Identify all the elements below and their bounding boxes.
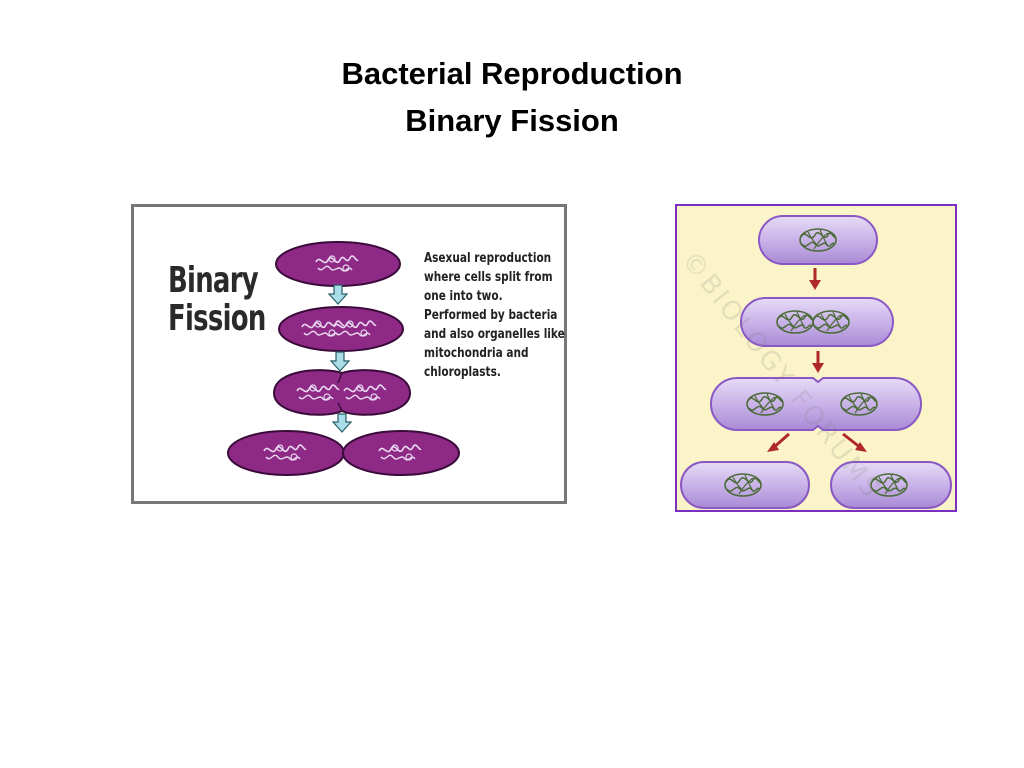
- title-line-1: Bacterial Reproduction: [341, 56, 683, 91]
- slide-title: Bacterial Reproduction Binary Fission: [0, 50, 1024, 144]
- parent-cell: [275, 241, 401, 287]
- description-line: one into two.: [424, 288, 503, 304]
- daughter-cell-right: [342, 430, 460, 476]
- right-cells-svg: [680, 215, 952, 509]
- description-line: mitochondria and: [424, 345, 529, 361]
- daughter-cell-left: [227, 430, 345, 476]
- down-arrow-icon: [327, 284, 349, 305]
- binary-fission-diagram-right: ©BIOLOGY FORUMS: [675, 204, 957, 512]
- title-line-2: Binary Fission: [405, 103, 619, 138]
- dividing-cell: [710, 377, 922, 431]
- diagram-heading: Binary Fission: [168, 262, 266, 338]
- description-line: chloroplasts.: [424, 364, 501, 380]
- description-line: Performed by bacteria: [424, 307, 558, 323]
- description-line: Asexual reproduction: [424, 250, 552, 266]
- description-line: where cells split from: [424, 269, 553, 285]
- parent-cell: [758, 215, 878, 265]
- diagram-description: Asexual reproduction where cells split f…: [424, 249, 580, 382]
- down-arrow-icon: [329, 351, 351, 372]
- replicating-cell: [278, 306, 404, 352]
- down-arrow-icon: [331, 413, 353, 433]
- heading-line-2: Fission: [168, 298, 266, 339]
- heading-line-1: Binary: [168, 260, 259, 301]
- replicating-cell: [740, 297, 894, 347]
- left-cells-svg: [227, 241, 460, 476]
- dividing-cell: [272, 369, 412, 416]
- description-line: and also organelles like: [424, 326, 565, 342]
- binary-fission-diagram-left: Binary Fission Asexual reproduction wher…: [131, 204, 567, 504]
